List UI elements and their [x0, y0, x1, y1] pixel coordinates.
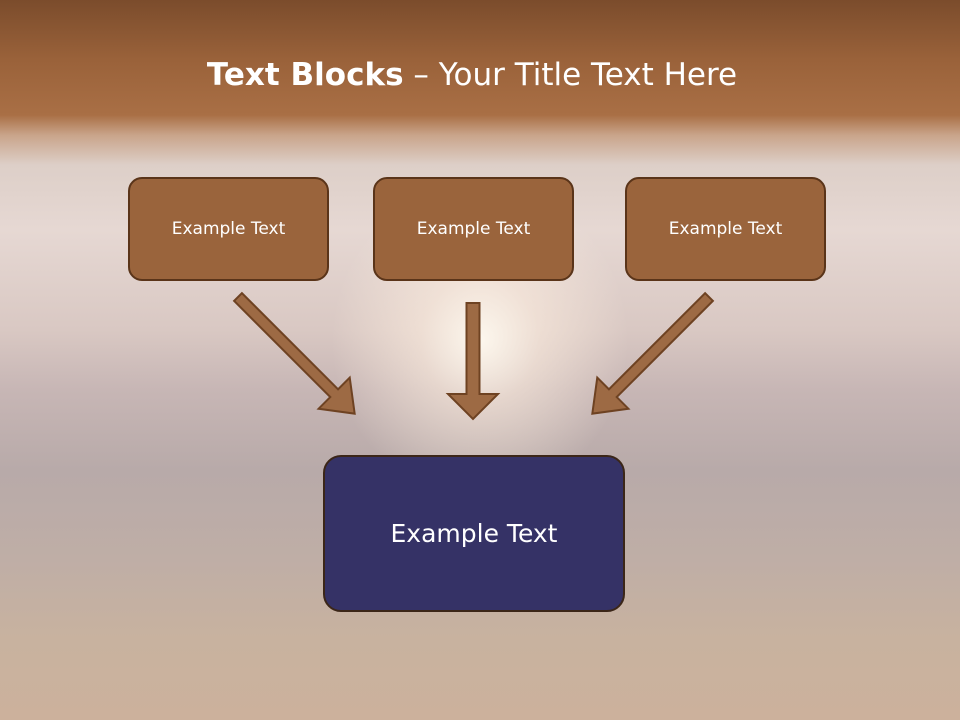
main-text-block-label: Example Text: [390, 519, 558, 548]
text-block-2-label: Example Text: [416, 219, 531, 239]
title-dash: –: [403, 57, 439, 93]
title-text: Your Title Text Here: [438, 57, 738, 93]
slide-title: Text Blocks – Your Title Text Here: [0, 50, 944, 100]
text-block-2: Example Text: [373, 177, 574, 281]
text-block-1-label: Example Text: [171, 219, 286, 239]
arrow-right-diagonal: [591, 291, 715, 415]
title-bold: Text Blocks: [206, 57, 404, 93]
main-text-block: Example Text: [323, 455, 625, 612]
arrow-left-diagonal: [232, 291, 356, 415]
arrow-center-down: [445, 302, 501, 421]
text-block-1: Example Text: [128, 177, 329, 281]
text-block-3-label: Example Text: [668, 219, 783, 239]
text-block-3: Example Text: [625, 177, 826, 281]
